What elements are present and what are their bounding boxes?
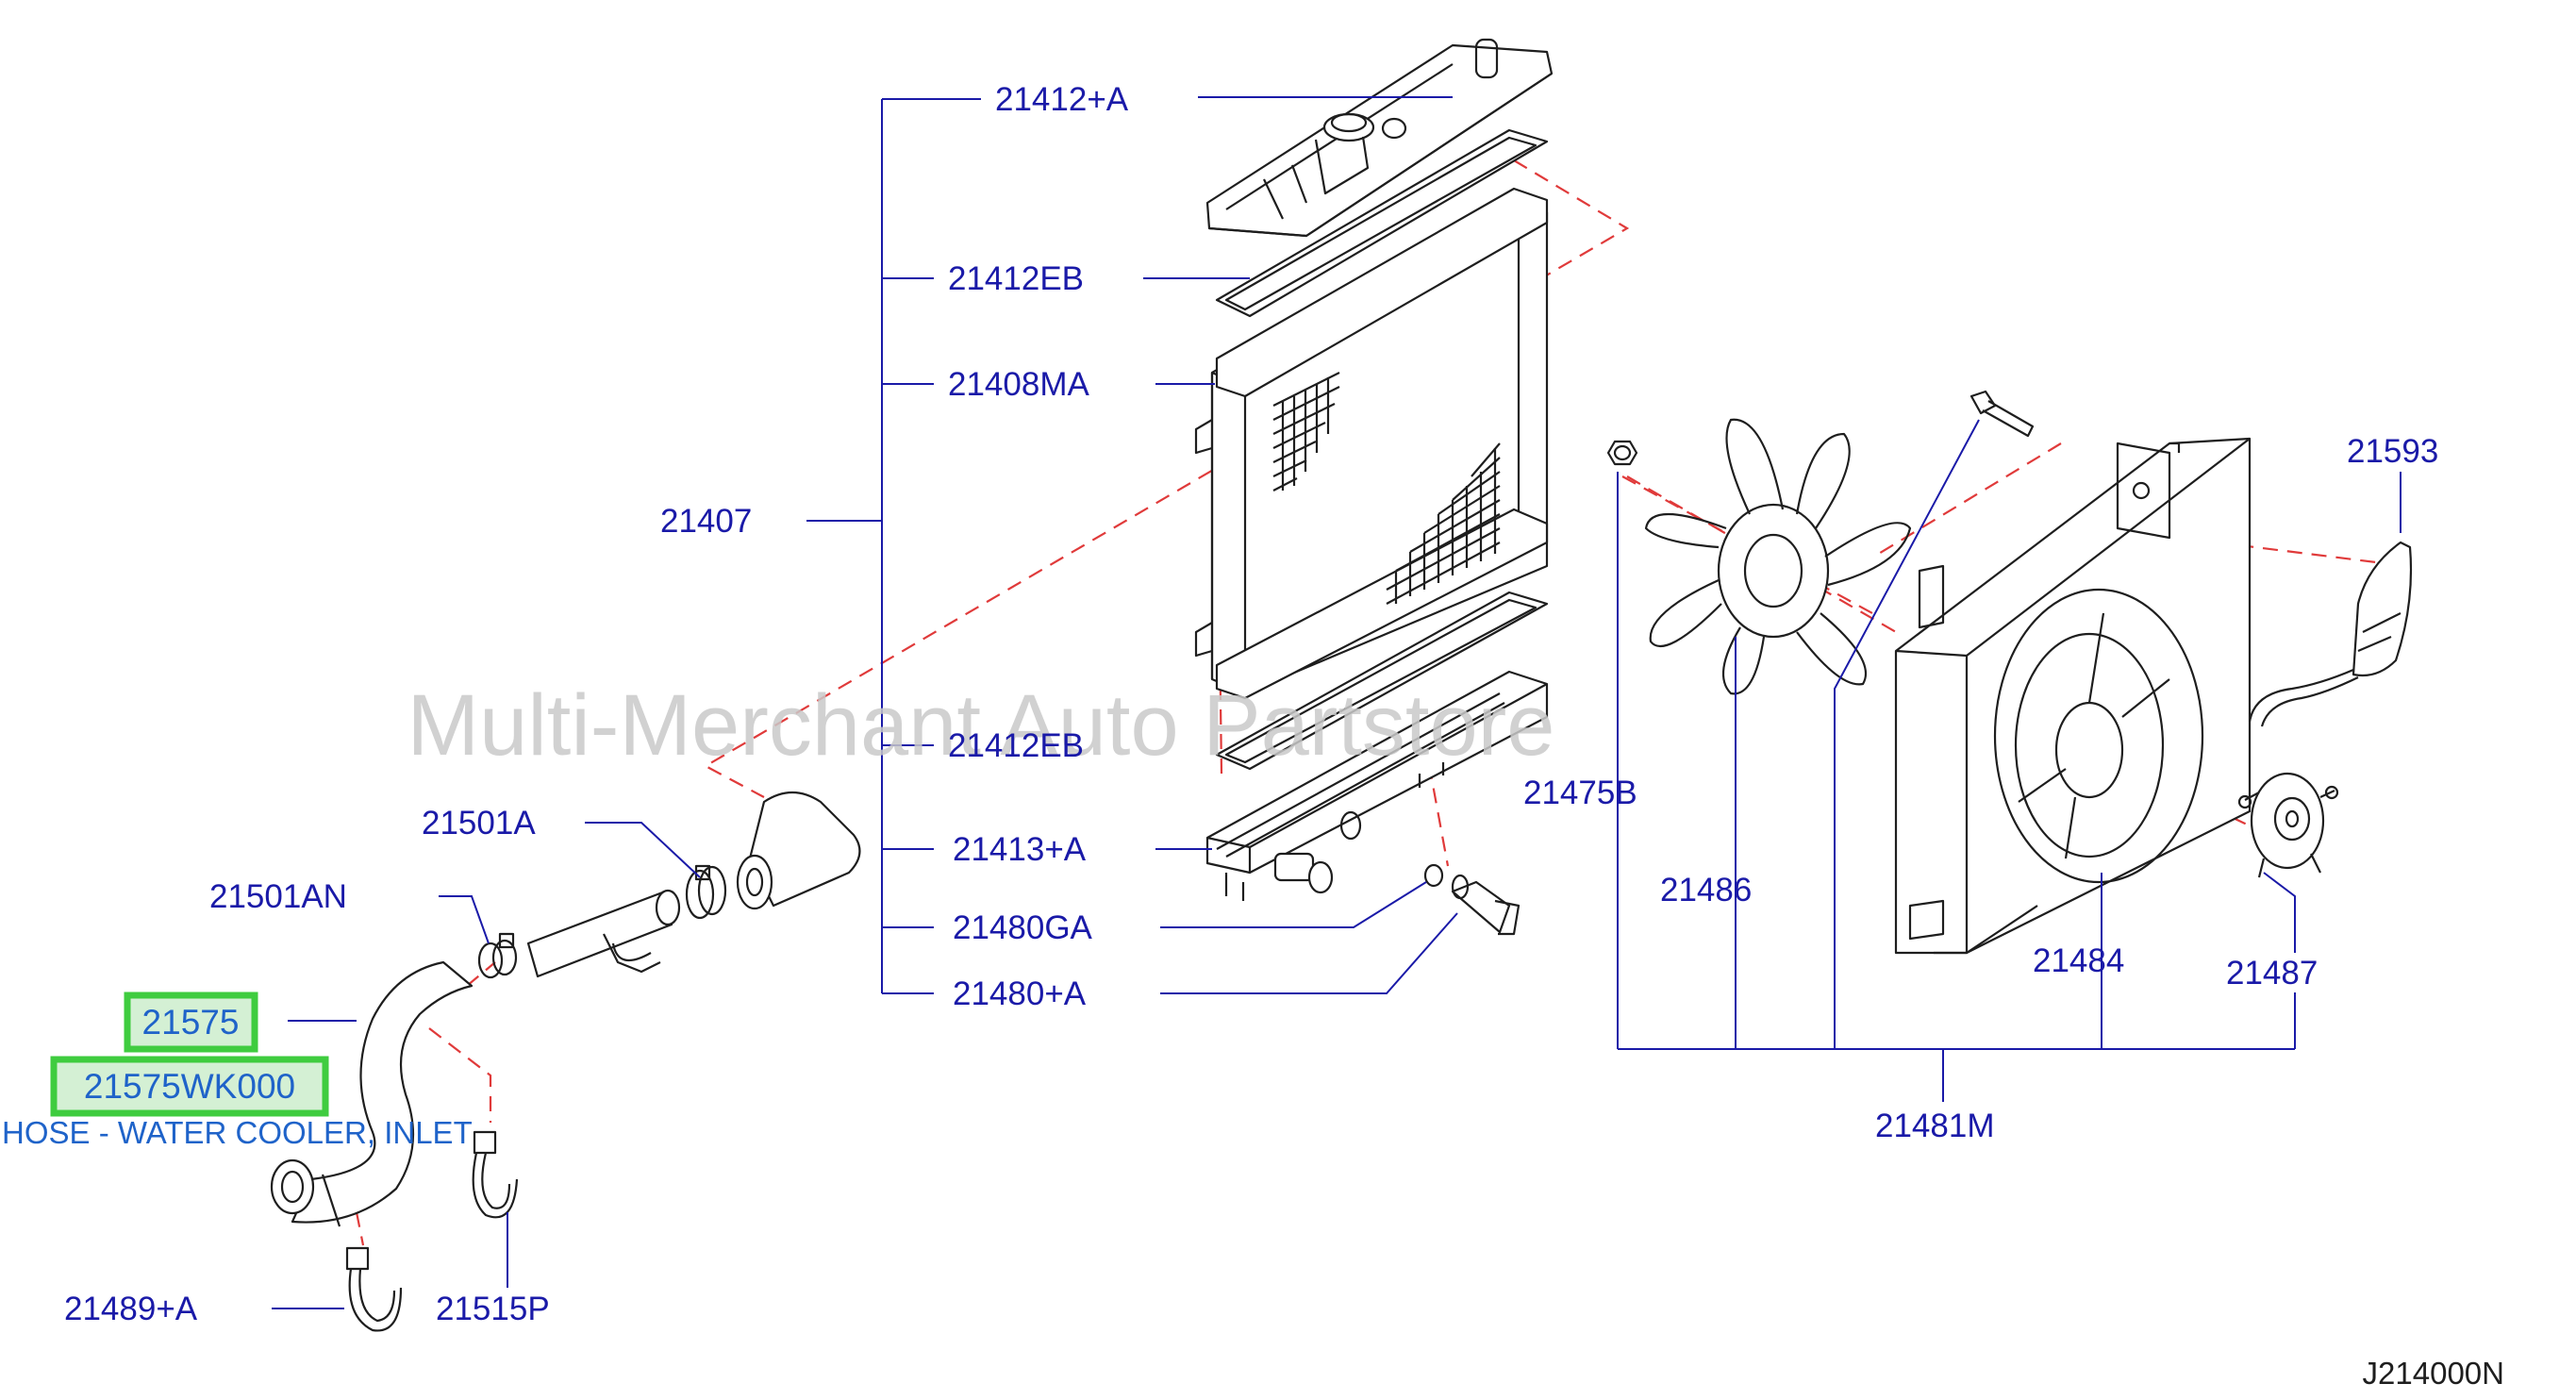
clip-21489A-art [345,1246,403,1332]
label-21486[interactable]: 21486 [1660,872,1752,908]
o-ring-art [1423,863,1444,888]
part-labels: 21412+A 21412EB 21408MA 21407 21412EB 21… [64,81,2438,1327]
nut-21475B-art [1606,440,1638,466]
lower-tank-art [1205,670,1549,901]
drain-plug-art [1451,874,1521,936]
fan-motor-art [2237,772,2339,878]
radiator-assembly-art [1194,38,1554,936]
highlight-box-part-no[interactable] [124,992,258,1053]
highlight-full-part-no[interactable]: 21575WK000 [84,1067,295,1106]
label-21480GA[interactable]: 21480GA [953,909,1093,946]
label-21501A[interactable]: 21501A [422,805,536,842]
lower-seal-art [1215,591,1549,771]
bolt-art [1969,390,2035,438]
radiator-core-art [1194,187,1549,700]
label-21412A[interactable]: 21412+A [995,81,1129,118]
fan-blades-art [1644,418,1912,695]
label-21484[interactable]: 21484 [2033,942,2124,979]
connector-pipe-art [526,889,681,978]
hose-art [270,792,861,1332]
label-21501AN[interactable]: 21501AN [209,878,347,915]
highlight-description: HOSE - WATER COOLER, INLET [2,1115,473,1150]
label-21475B[interactable]: 21475B [1523,775,1637,811]
clip-21515P-art [472,1130,519,1219]
label-21487[interactable]: 21487 [2226,955,2318,992]
label-21593[interactable]: 21593 [2347,433,2438,470]
watermark: Multi-Merchant Auto Partstore [407,677,1555,774]
clamp-lower-art [477,932,518,979]
label-21412EB-bottom[interactable]: 21412EB [948,727,1084,764]
label-21515P[interactable]: 21515P [436,1291,550,1327]
highlighted-part: 21575 21575WK000 HOSE - WATER COOLER, IN… [2,992,473,1150]
fan-shroud-art [1606,390,2413,955]
highlight-box-full-part-no[interactable] [50,1056,329,1117]
fan-shroud-frame-art [1894,437,2252,955]
harness-connector-art [2248,541,2413,727]
leader-lines [272,96,2401,1309]
highlight-part-no[interactable]: 21575 [142,1003,240,1042]
clamp-upper-art [685,864,727,920]
diagram-code: J214000N [2363,1356,2504,1391]
label-21413A[interactable]: 21413+A [953,831,1087,868]
lower-hose-art [270,960,474,1227]
label-21412EB-top[interactable]: 21412EB [948,260,1084,297]
label-21407[interactable]: 21407 [660,503,752,540]
label-21481M[interactable]: 21481M [1875,1108,1994,1144]
upper-seal-art [1215,128,1549,318]
label-21489A[interactable]: 21489+A [64,1291,198,1327]
label-21408MA[interactable]: 21408MA [948,366,1089,403]
upper-hose-art [736,792,861,910]
label-21480A[interactable]: 21480+A [953,975,1087,1012]
upper-tank-art [1205,38,1554,238]
